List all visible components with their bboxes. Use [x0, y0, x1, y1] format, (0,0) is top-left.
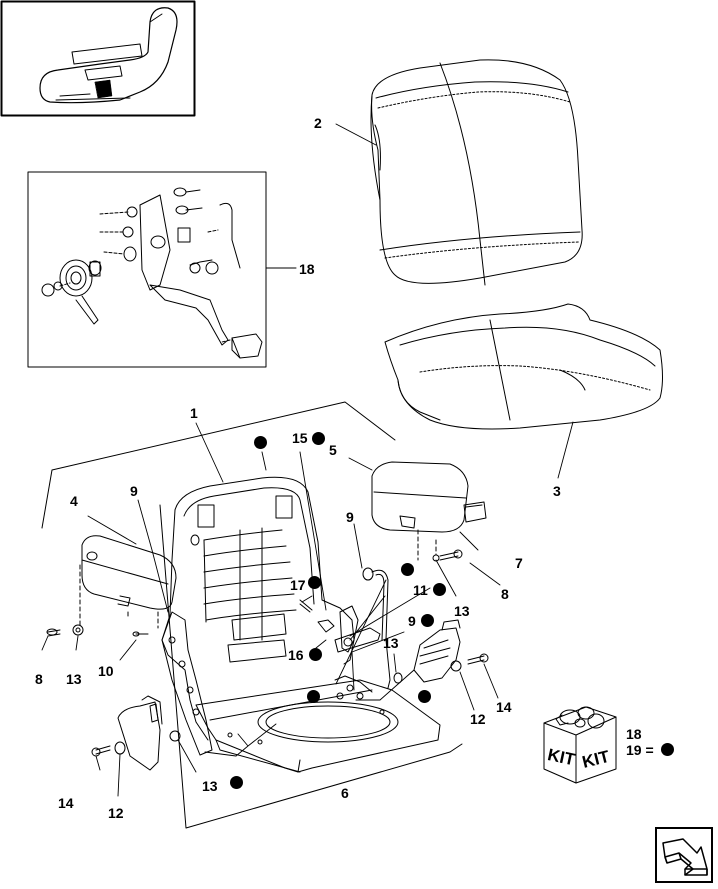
kit-marker-dot — [418, 690, 431, 703]
assembly-outline — [41, 401, 463, 829]
kit-marker-dot — [307, 690, 320, 703]
kit-marker-dot — [230, 776, 243, 789]
kit-word-left: KIT — [546, 745, 577, 769]
callout-5: 5 — [329, 442, 337, 458]
callout-13-mid: 13 — [383, 635, 399, 651]
callout-2: 2 — [314, 115, 322, 131]
callout-8-left: 8 — [35, 671, 43, 687]
seat-belt-buckle — [355, 619, 461, 701]
callout-10: 10 — [98, 663, 114, 679]
callout-3: 3 — [553, 483, 561, 499]
backrest-cushion — [370, 59, 583, 286]
seat-cushion — [384, 303, 663, 430]
callout-6: 6 — [341, 785, 349, 801]
callout-7: 7 — [515, 555, 523, 571]
kit-marker-dot — [433, 583, 446, 596]
kit-box — [543, 706, 617, 784]
kit-label-overlay: KIT KIT — [546, 745, 612, 772]
callout-14-right: 14 — [496, 699, 512, 715]
kit-marker-dot — [308, 576, 321, 589]
callout-12-left: 12 — [108, 805, 124, 821]
seat-back-frame — [161, 476, 355, 741]
callout-9-left: 9 — [130, 483, 138, 499]
callout-17: 17 — [290, 577, 306, 593]
kit-marker-dot — [312, 432, 325, 445]
seat-overview-thumbnail — [0, 0, 196, 117]
seat-base-frame — [195, 675, 441, 773]
callout-18: 18 — [299, 261, 315, 277]
callout-4: 4 — [70, 493, 78, 509]
callout-8-right: 8 — [501, 586, 509, 602]
left-side-bracket — [161, 611, 213, 756]
assembly-dash-lines — [79, 529, 437, 629]
callout-13-left: 13 — [66, 671, 82, 687]
kit-word-right: KIT — [580, 747, 612, 772]
right-armrest — [371, 461, 487, 533]
kit-marker-dot — [421, 614, 434, 627]
kit-marker-dot — [401, 563, 414, 576]
callout-9-mid: 9 — [346, 509, 354, 525]
next-page-arrow-icon — [662, 838, 708, 876]
callout-12-right: 12 — [470, 711, 486, 727]
left-cover-plate — [117, 695, 163, 771]
kit-marker-dot — [254, 436, 267, 449]
left-armrest — [81, 535, 177, 610]
callout-16: 16 — [288, 647, 304, 663]
callout-9-right: 9 — [408, 613, 416, 629]
legend-dot — [661, 743, 674, 756]
legend-item-19: 19 = — [626, 742, 654, 758]
leader-lines — [41, 123, 574, 797]
callout-1: 1 — [190, 405, 198, 421]
mechanism-inset — [27, 171, 267, 368]
callout-14-left: 14 — [58, 795, 74, 811]
legend-item-18: 18 — [626, 726, 642, 742]
callout-15: 15 — [292, 430, 308, 446]
callout-13-right: 13 — [454, 603, 470, 619]
callout-11: 11 — [413, 582, 428, 598]
next-page-button[interactable] — [655, 827, 713, 883]
kit-marker-dot — [309, 648, 322, 661]
callout-13-bottom: 13 — [202, 778, 218, 794]
